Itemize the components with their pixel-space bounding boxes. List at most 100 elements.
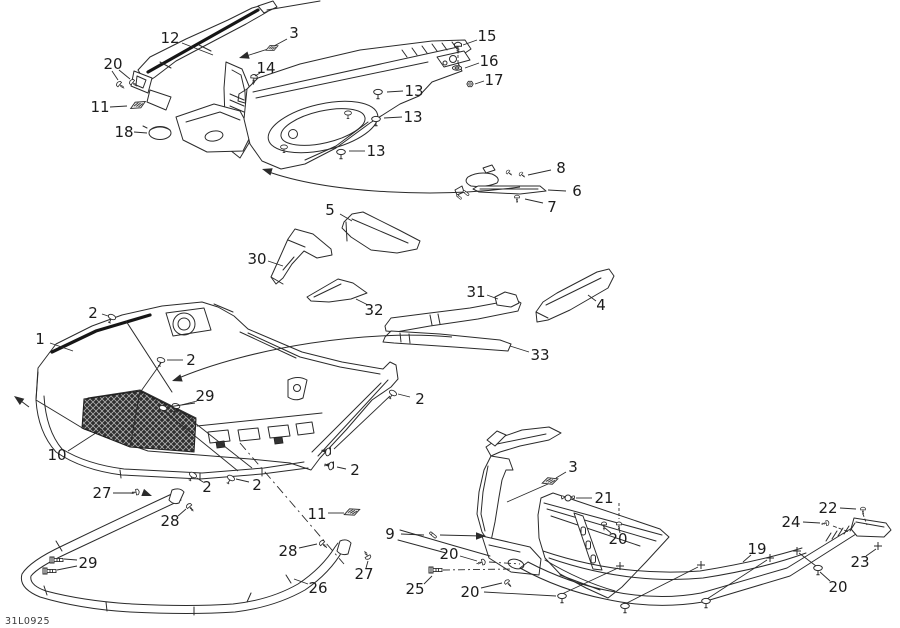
alignment-dash-line bbox=[488, 561, 521, 565]
pan19-floor-left bbox=[397, 529, 491, 557]
alignment-dash-line bbox=[862, 513, 868, 526]
callout-leader-line bbox=[293, 578, 309, 585]
pan1-boss-bracket bbox=[165, 303, 234, 337]
part-bottom-pan-right-19 bbox=[397, 426, 892, 606]
top-pan-band1 bbox=[252, 46, 459, 93]
indicator-line bbox=[138, 362, 162, 395]
bolt-fastener-icon bbox=[42, 567, 57, 575]
jamb-hole-2 bbox=[585, 540, 591, 550]
position-cross-icon bbox=[874, 542, 882, 550]
deflector-4-folds bbox=[535, 277, 602, 319]
callout-leader-line bbox=[254, 72, 261, 77]
callout-leader-line bbox=[336, 466, 347, 470]
indicator-line bbox=[798, 552, 817, 567]
callout-number: 29 bbox=[78, 554, 97, 572]
callout-number: 27 bbox=[354, 565, 373, 583]
part-bottom-pan-front-1 bbox=[35, 301, 399, 481]
part-deflectors bbox=[270, 211, 615, 352]
pan1-side-bracket-hole bbox=[293, 384, 301, 392]
pointer-arrow-icon bbox=[141, 488, 152, 496]
ear-hole-2 bbox=[442, 60, 448, 66]
mount-clip bbox=[482, 164, 496, 174]
part-rubber-mount-group-6-7-8 bbox=[454, 164, 547, 196]
top-pan-hatch bbox=[401, 41, 458, 58]
callout-leader-line bbox=[109, 105, 128, 108]
callout-leader-line bbox=[618, 527, 621, 534]
deflector-32-fold bbox=[313, 283, 342, 298]
pillar-step-bracket bbox=[146, 89, 172, 111]
callout-number: 28 bbox=[278, 542, 297, 560]
pan1-boss-outer bbox=[172, 312, 196, 336]
callout-leader-line bbox=[298, 543, 318, 549]
callout-leader-line bbox=[587, 294, 597, 302]
deflector-5 bbox=[341, 211, 421, 254]
callout-leader-line bbox=[509, 345, 530, 353]
alignment-dash-line bbox=[442, 568, 513, 571]
bumper-cap-left bbox=[168, 488, 185, 505]
callout-leader-line bbox=[355, 298, 369, 306]
callout-number: 10 bbox=[47, 446, 66, 464]
deflector-32 bbox=[306, 278, 368, 303]
callout-number: 32 bbox=[364, 301, 383, 319]
callout-number: 13 bbox=[366, 142, 385, 160]
callout-number: 1 bbox=[35, 330, 45, 348]
clip-fastener-icon bbox=[541, 476, 559, 486]
rail-33-ticks bbox=[399, 332, 411, 344]
pan19-foot-hole bbox=[507, 558, 525, 570]
position-cross-icon bbox=[616, 562, 624, 570]
callout-number: 11 bbox=[307, 505, 326, 523]
callout-leader-line bbox=[527, 169, 552, 176]
pan19-foot-bracket bbox=[481, 535, 542, 576]
callout-number: 3 bbox=[289, 24, 299, 42]
callout-number: 12 bbox=[160, 29, 179, 47]
callout-number: 33 bbox=[530, 346, 549, 364]
clip-fastener-icon bbox=[128, 99, 148, 111]
screw-fastener-icon bbox=[185, 502, 196, 514]
part-center-support-column bbox=[175, 61, 253, 159]
callout-number: 11 bbox=[90, 98, 109, 116]
pin-fastener-icon bbox=[428, 531, 438, 539]
part-front-bumper-26 bbox=[20, 488, 352, 616]
callout-number: 17 bbox=[484, 71, 503, 89]
pan1-skirt-inner bbox=[43, 395, 305, 474]
pan1-skirt-ticks bbox=[119, 468, 263, 481]
rail-33 bbox=[382, 330, 512, 352]
callout-number: 2 bbox=[202, 478, 212, 496]
pan1-panel-diagonals bbox=[311, 379, 389, 457]
callout-number: 15 bbox=[477, 27, 496, 45]
callout-leader-line bbox=[459, 555, 478, 562]
callout-leader-line bbox=[235, 478, 250, 483]
pan19-wing-fin bbox=[486, 430, 507, 447]
indicator-line bbox=[439, 534, 483, 537]
callout-leader-line bbox=[483, 591, 557, 597]
callout-number: 14 bbox=[256, 59, 275, 77]
pointer-arrow-icon bbox=[172, 374, 183, 382]
callout-number: 2 bbox=[350, 461, 360, 479]
indicator-line bbox=[506, 483, 549, 503]
callout-leader-line bbox=[273, 38, 288, 47]
callout-number: 23 bbox=[850, 553, 869, 571]
nut-fastener-icon bbox=[466, 80, 474, 88]
pillar-top-beam bbox=[266, 0, 321, 11]
pan19-side-panel bbox=[537, 492, 670, 599]
callout-number: 27 bbox=[92, 484, 111, 502]
pan1-shadow-line bbox=[50, 313, 152, 354]
rivet-fastener-icon bbox=[386, 388, 398, 401]
callout-leader-line bbox=[486, 294, 499, 300]
pan19-rail-tip bbox=[519, 561, 529, 569]
indicator-line bbox=[561, 567, 619, 595]
nose-wing-hole bbox=[204, 130, 224, 142]
callout-number: 19 bbox=[747, 540, 766, 558]
drawing-code: 31L0925 bbox=[5, 616, 50, 627]
nose-wing-fold bbox=[185, 111, 241, 123]
callout-leader-line bbox=[865, 548, 877, 557]
deflector-cap-31 bbox=[494, 291, 520, 308]
pan1-band-top bbox=[196, 412, 323, 427]
bolt-fastener-icon bbox=[49, 556, 64, 564]
callout-leader-line bbox=[547, 189, 567, 192]
position-cross-icon bbox=[793, 547, 801, 555]
callout-leader-line bbox=[118, 69, 131, 80]
callout-leader-line bbox=[365, 560, 369, 569]
column-hatch bbox=[229, 93, 245, 113]
alignment-dash-line bbox=[239, 442, 345, 565]
